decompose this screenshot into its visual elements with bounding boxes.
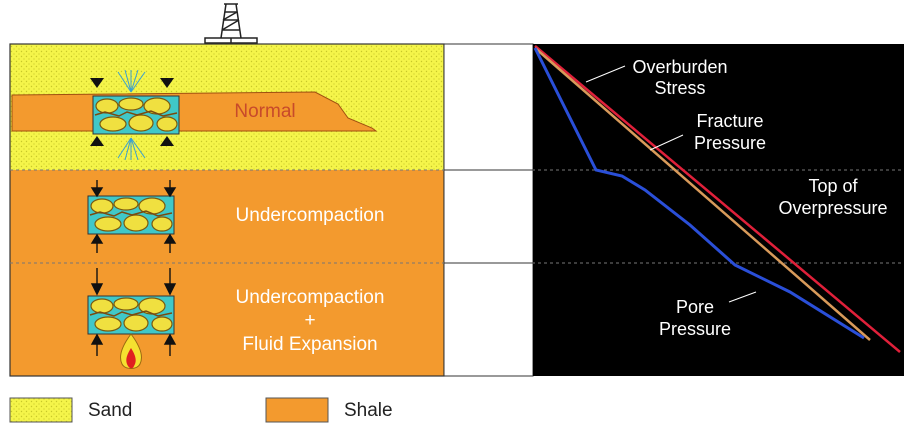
undercompaction-fluid-label-3: Fluid Expansion [242,334,378,355]
fracture-pressure-label-1: Fracture [696,111,764,131]
top-of-overpressure-label-1: Top of [808,176,858,196]
overburden-stress-label-2: Stress [654,78,706,98]
undercompaction-fluid-label-2: + [304,310,316,331]
pore-pressure-line [533,47,865,340]
drilling-rig-icon [204,3,258,45]
fracture-pressure-line [534,47,871,341]
grain-pack-icon [87,195,175,235]
top-of-overpressure-label-2: Overpressure [778,198,888,218]
compaction-arrow-icon [90,268,177,356]
overburden-stress-line [534,45,901,353]
compaction-arrow-icon [90,78,174,146]
grain-pack-icon [92,95,180,135]
compaction-arrow-icon [90,180,177,253]
pore-pressure-label-1: Pore [675,297,715,317]
legend-shale-label: Shale [344,400,393,421]
shale-lens [11,91,378,132]
flame-icon [119,333,143,369]
undercompaction-label: Undercompaction [235,205,385,226]
undercompaction-fluid-label-1: Undercompaction [235,287,385,308]
shale-layer [10,170,444,376]
pore-pressure-label-2: Pressure [658,319,732,339]
normal-label: Normal [234,101,296,122]
sand-swatch [9,397,73,423]
grain-pack-icon [87,295,175,335]
legend-sand-label: Sand [88,400,133,421]
fluid-escape-lines [117,69,146,161]
overburden-stress-label-1: Overburden [632,57,728,77]
fracture-pressure-label-2: Pressure [693,133,767,153]
shale-swatch [265,397,329,423]
